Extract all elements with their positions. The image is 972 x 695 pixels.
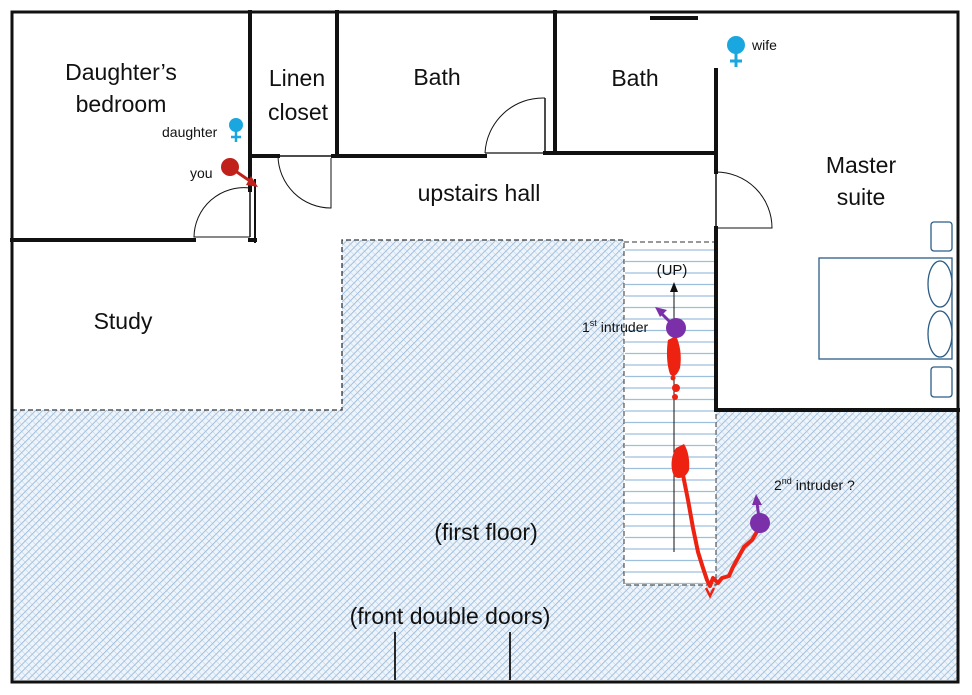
room-label-bath-2: Bath bbox=[611, 65, 658, 91]
intruder-1-marker bbox=[655, 307, 686, 338]
bed bbox=[818, 221, 953, 398]
room-label-upstairs-hall: upstairs hall bbox=[418, 180, 541, 206]
intruder-2-marker bbox=[750, 494, 770, 533]
room-label-daughters-bedroom: Daughter’s bbox=[65, 59, 177, 85]
staircase bbox=[623, 241, 717, 586]
room-label-master-suite: Master bbox=[826, 152, 897, 178]
first-floor-area bbox=[12, 239, 958, 680]
room-label-linen-closet: Linen bbox=[269, 65, 325, 91]
nightstand bbox=[930, 221, 953, 252]
daughter-marker bbox=[229, 118, 243, 142]
up-arrow-head bbox=[670, 282, 678, 292]
daughter-label: daughter bbox=[162, 124, 218, 140]
blood-trail bbox=[666, 336, 760, 599]
doors bbox=[193, 97, 773, 680]
you-marker bbox=[221, 158, 258, 187]
room-label-linen-closet: closet bbox=[268, 99, 329, 125]
wife-label: wife bbox=[751, 37, 777, 53]
up-label: (UP) bbox=[657, 262, 688, 279]
wife-marker bbox=[727, 36, 745, 67]
walls bbox=[10, 10, 960, 684]
you-label: you bbox=[190, 165, 213, 181]
first-floor-label: (first floor) bbox=[434, 519, 538, 545]
nightstand bbox=[930, 366, 953, 398]
room-label-master-suite: suite bbox=[837, 184, 886, 210]
room-label-study: Study bbox=[94, 308, 153, 334]
room-label-bath-1: Bath bbox=[413, 64, 460, 90]
front-doors-label: (front double doors) bbox=[350, 603, 551, 629]
intruder-1-label: 1st intruder bbox=[582, 318, 649, 335]
intruder-2-label: 2nd intruder ? bbox=[774, 476, 855, 493]
room-label-daughters-bedroom: bedroom bbox=[76, 91, 167, 117]
